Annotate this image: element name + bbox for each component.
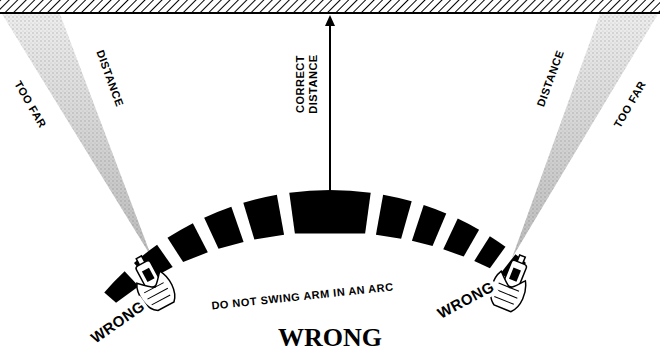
- gun-detail: [142, 268, 155, 282]
- wrong-title: WRONG: [278, 323, 382, 352]
- arc-segment: [474, 236, 505, 268]
- arc-segment: [104, 271, 138, 302]
- spray-cone: [512, 14, 658, 258]
- arc-segment: [167, 223, 207, 262]
- wrong-label: WRONG: [433, 277, 499, 324]
- wrong-label: WRONG: [86, 296, 150, 348]
- fingers: [144, 282, 171, 305]
- arc-segment: [243, 195, 284, 240]
- spray-cone: [2, 14, 152, 258]
- arrow-head: [325, 15, 335, 26]
- warning-text: DO NOT SWING ARM IN AN ARC: [208, 279, 395, 312]
- arc-segment: [289, 190, 370, 234]
- correct-distance-label: CORRECT DISTANCE: [294, 47, 320, 121]
- distance-label: DISTANCE: [535, 48, 568, 108]
- too-far-label: TOO FAR: [11, 78, 48, 130]
- wall-hatching: [0, 0, 660, 13]
- distance-label: DISTANCE: [94, 48, 127, 108]
- arc-segment: [376, 195, 412, 239]
- arc-segment: [443, 219, 479, 257]
- too-far-label: TOO FAR: [611, 78, 648, 130]
- gun-detail: [509, 268, 521, 282]
- wall-line: [0, 12, 660, 14]
- spray-stipple: [512, 14, 658, 258]
- spray-stipple: [2, 14, 152, 258]
- arc-segment: [204, 207, 243, 249]
- arc-segment: [412, 205, 446, 246]
- fingers: [493, 283, 520, 305]
